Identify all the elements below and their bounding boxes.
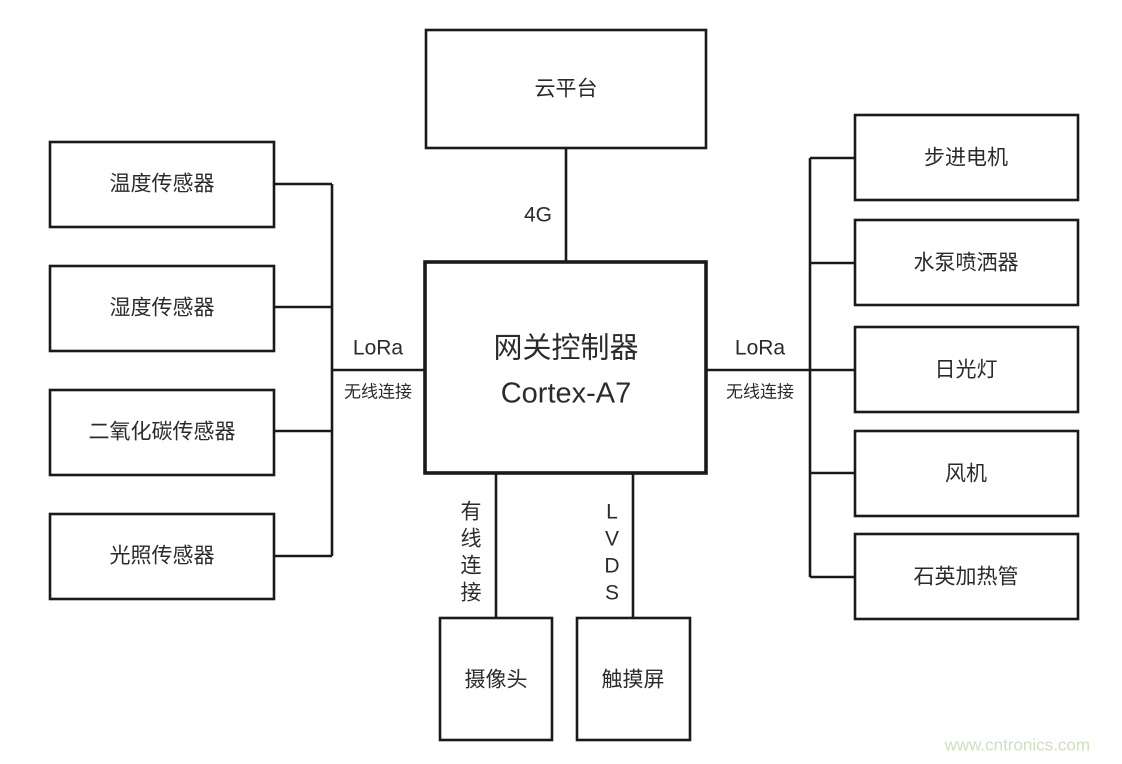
node-sensor-light[interactable]	[48, 512, 276, 601]
edge-label-camera-wired: 有 线 连 接	[461, 501, 482, 605]
edge-label-touchscreen-lvds-char-3: S	[605, 582, 619, 605]
node-sensor-co2[interactable]	[48, 388, 276, 477]
node-touchscreen[interactable]	[575, 616, 692, 742]
node-actuator-quartz-heater-label: 石英加热管	[914, 566, 1019, 589]
edge-label-left-lora: LoRa	[353, 337, 404, 360]
node-cloud-platform[interactable]	[424, 28, 708, 150]
node-gateway-controller[interactable]	[423, 260, 708, 475]
node-camera[interactable]	[438, 616, 554, 742]
node-actuator-stepper-motor[interactable]	[853, 113, 1080, 202]
edge-label-camera-wired-char-2: 连	[461, 555, 482, 578]
node-actuator-quartz-heater[interactable]	[853, 532, 1080, 621]
node-sensor-light-label: 光照传感器	[110, 545, 215, 568]
node-actuator-fluorescent-lamp[interactable]	[853, 325, 1080, 414]
node-sensor-humidity-label: 湿度传感器	[110, 297, 215, 320]
edge-label-camera-wired-char-0: 有	[461, 501, 482, 524]
node-actuator-water-pump-label: 水泵喷洒器	[914, 252, 1019, 275]
edge-label-touchscreen-lvds-char-1: V	[605, 528, 619, 551]
edge-label-touchscreen-lvds-char-0: L	[606, 501, 618, 524]
node-actuator-fan[interactable]	[853, 429, 1080, 518]
node-sensor-temperature-label: 温度传感器	[110, 173, 215, 196]
node-actuator-water-pump[interactable]	[853, 218, 1080, 307]
edge-label-camera-wired-char-1: 线	[461, 528, 482, 551]
node-actuator-fan-label: 风机	[945, 463, 987, 486]
node-sensor-co2-label: 二氧化碳传感器	[89, 421, 236, 444]
node-gateway-controller-label-line2: Cortex-A7	[501, 378, 632, 410]
node-touchscreen-label: 触摸屏	[602, 669, 665, 692]
edge-label-left-wireless: 无线连接	[344, 382, 412, 401]
node-sensor-temperature[interactable]	[48, 140, 276, 229]
edge-label-4g: 4G	[524, 204, 552, 227]
node-actuator-fluorescent-lamp-label: 日光灯	[935, 359, 998, 382]
node-camera-label: 摄像头	[465, 669, 528, 692]
edge-label-touchscreen-lvds: L V D S	[604, 501, 619, 605]
node-gateway-controller-label-line1: 网关控制器	[493, 332, 638, 365]
node-cloud-platform-label: 云平台	[535, 78, 598, 101]
node-actuator-stepper-motor-label: 步进电机	[924, 147, 1008, 170]
edge-label-touchscreen-lvds-char-2: D	[604, 555, 619, 578]
edge-label-right-lora: LoRa	[735, 337, 786, 360]
watermark: www.cntronics.com	[944, 735, 1090, 754]
edge-label-right-wireless: 无线连接	[726, 382, 794, 401]
edge-label-camera-wired-char-3: 接	[461, 582, 482, 605]
node-sensor-humidity[interactable]	[48, 264, 276, 353]
